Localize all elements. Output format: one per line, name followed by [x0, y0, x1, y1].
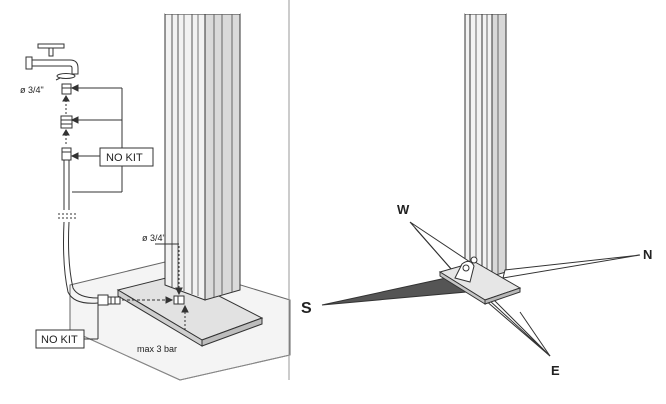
max-pressure-label: max 3 bar: [137, 344, 177, 354]
tap-diameter-label: ø 3/4": [20, 85, 44, 95]
kit-bracket-bottom: [84, 305, 99, 340]
no-kit-box-top: [99, 147, 154, 167]
garden-hose: [58, 160, 99, 304]
no-kit-box-bottom: [35, 329, 85, 349]
kit-bracket-top: [62, 84, 123, 193]
no-kit-label-top: NO KIT: [106, 152, 143, 164]
compass-north-label: N: [643, 247, 652, 262]
compass-east-label: E: [551, 363, 560, 378]
no-kit-label-bottom: NO KIT: [41, 334, 78, 346]
compass-rose: [321, 221, 641, 357]
orientation-panel: W N S E: [301, 10, 652, 378]
shower-column-right: [464, 10, 507, 277]
hose-connector-top: [61, 147, 72, 161]
tap-adapter: [61, 83, 72, 95]
base-plate-right: [438, 261, 522, 305]
shower-column: [164, 10, 241, 301]
inlet-diameter-label: ø 3/4": [142, 233, 166, 243]
tap-icon: [25, 43, 79, 81]
compass-south-label: S: [301, 300, 312, 317]
column-inlet-right: [454, 256, 478, 283]
reducer-fitting: [60, 115, 73, 129]
compass-west-label: W: [397, 202, 410, 217]
column-inlet-fitting: [173, 295, 185, 305]
installation-panel: ø 3/4" NO KIT NO KIT ø 3/4" max 3 bar: [20, 10, 291, 381]
base-plate: [116, 274, 264, 347]
inlet-connection-arrows: [122, 243, 189, 330]
hose-connector-bottom: [97, 294, 121, 306]
